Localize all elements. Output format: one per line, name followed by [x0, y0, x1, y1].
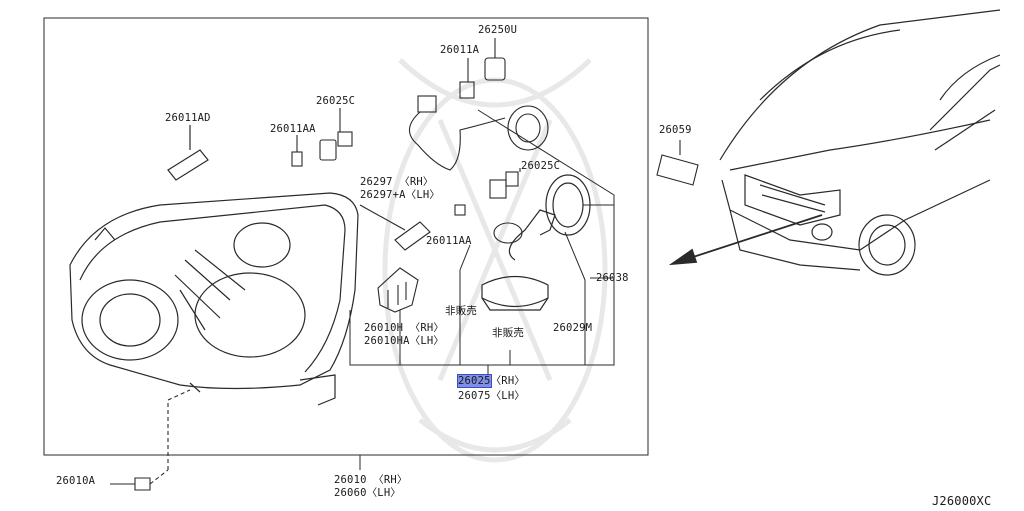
part-label-26060: 26060〈LH〉: [334, 487, 402, 499]
part-label-26010A: 26010A: [56, 475, 96, 487]
part-label-26038: 26038: [596, 272, 629, 284]
part-label-26297A: 26297+A〈LH〉: [360, 189, 441, 201]
leader-notsold1: [459, 244, 471, 365]
bulb-26011AA-top: [291, 135, 303, 167]
socket-26025C-mid: [489, 168, 521, 199]
part-label-26011AA-mid: 26011AA: [426, 235, 472, 247]
leader-26029M: [564, 231, 586, 365]
part-label-26011AA-top: 26011AA: [270, 123, 316, 135]
part-label-26075: 26075〈LH〉: [458, 390, 526, 402]
part-label-26010HA: 26010HA〈LH〉: [364, 335, 445, 347]
bulb-26297: [359, 204, 466, 251]
vehicle-illustration: [719, 9, 1001, 276]
part-label-26250U: 26250U: [478, 24, 518, 36]
part-side-26025: 〈RH〉: [490, 375, 526, 387]
label-sticker-26059: [656, 140, 699, 186]
part-label-26025[interactable]: 26025〈RH〉: [457, 374, 526, 388]
part-label-26010H: 26010H 〈RH〉: [364, 322, 445, 334]
diagram-frame: [43, 17, 649, 456]
ballast: [481, 209, 556, 311]
part-label-26025C-mid: 26025C: [521, 160, 561, 172]
part-label-26029M: 26029M: [553, 322, 593, 334]
bracket-26010H: [377, 267, 419, 313]
part-label-26059: 26059: [659, 124, 692, 136]
screw-26010A: [110, 389, 191, 491]
bulb-26011AD: [167, 125, 209, 181]
part-label-26010: 26010 〈RH〉: [334, 474, 408, 486]
not-sold-label-1: 非販売: [445, 305, 478, 317]
socket-26025C-top: [319, 108, 353, 161]
sheet-code: J26000XC: [932, 494, 992, 508]
part-number-26025-highlight[interactable]: 26025: [457, 374, 492, 388]
leader-26038: [349, 109, 615, 366]
o-ring: [493, 222, 523, 244]
harness: [408, 38, 549, 171]
not-sold-label-2: 非販売: [492, 327, 525, 339]
part-label-26011AD: 26011AD: [165, 112, 211, 124]
pointer-arrow: [668, 214, 823, 266]
ring-26029M: [545, 174, 591, 236]
part-label-26297: 26297 〈RH〉: [360, 176, 434, 188]
part-label-26025C-top: 26025C: [316, 95, 356, 107]
headlamp-housing: [69, 192, 359, 406]
part-label-26011A: 26011A: [440, 44, 480, 56]
